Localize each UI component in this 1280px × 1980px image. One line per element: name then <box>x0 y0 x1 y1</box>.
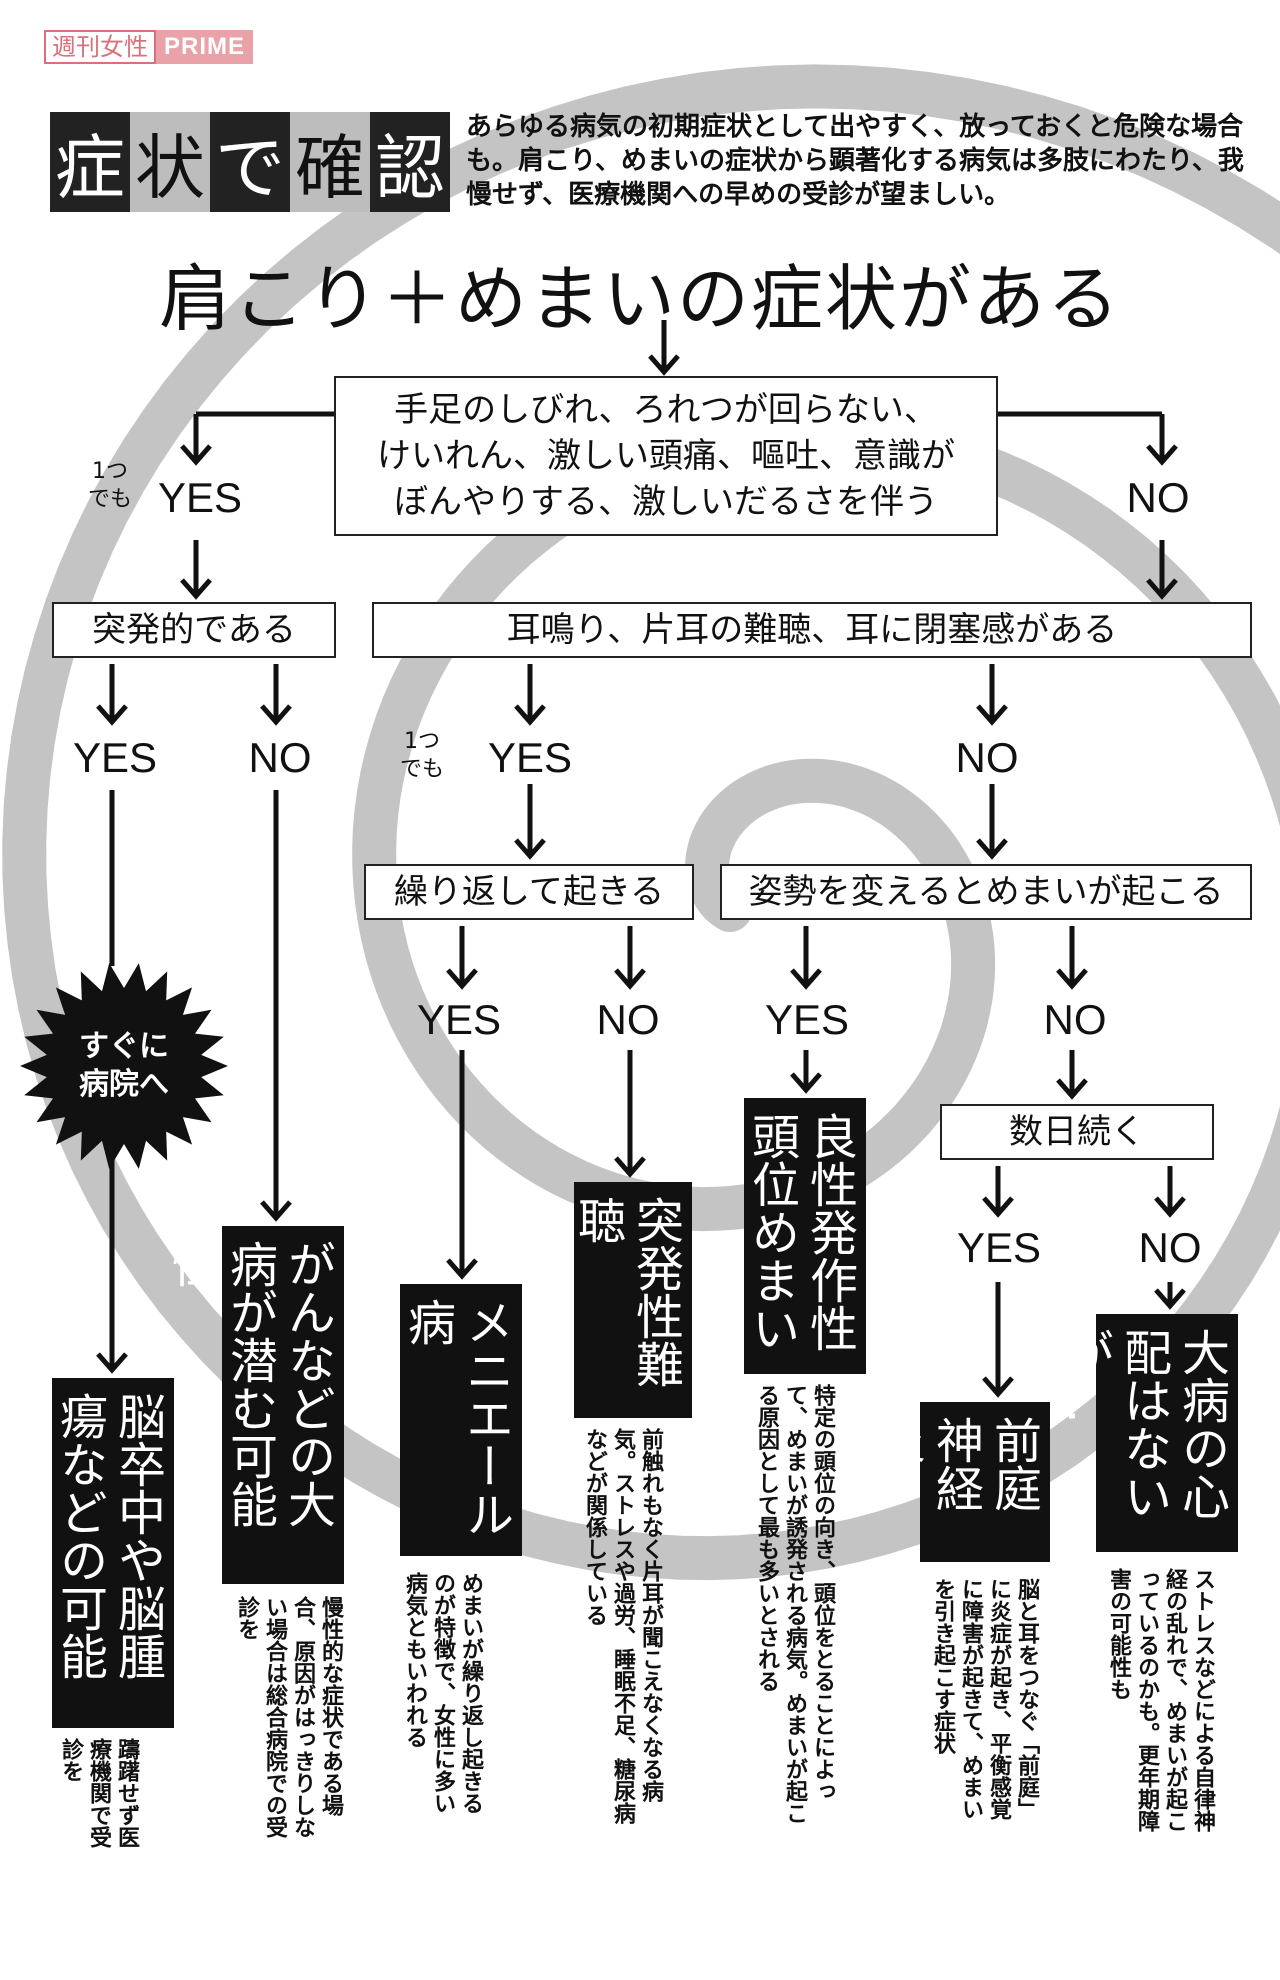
intro-text: あらゆる病気の初期症状として出やすく、放っておくと危険な場合も。肩こり、めまいの… <box>466 112 1244 210</box>
q1-line-2: けいれん、激しい頭痛、嘔吐、意識が <box>377 436 955 476</box>
arrow-head-38 <box>790 968 822 990</box>
arrow-head-11 <box>1146 578 1178 600</box>
header-char-1: 症 <box>50 112 130 212</box>
arrow-head-15 <box>260 704 292 726</box>
result-stroke: 脳卒中や脳腫瘍などの可能性が <box>0 1378 174 1728</box>
arrow-head-7 <box>1146 444 1178 466</box>
arrow-head-21 <box>514 838 546 860</box>
one-or-more-1-l2: でも <box>87 487 132 512</box>
posture-no-label: NO <box>1043 996 1107 1043</box>
arrow-head-32 <box>614 968 646 990</box>
question-neuro-symptoms: 手足のしびれ、ろれつが回らない、 けいれん、激しい頭痛、嘔吐、意識が ぼんやりす… <box>334 376 998 536</box>
days-no-label: NO <box>1138 1224 1202 1271</box>
burst-text: すぐに 病院へ <box>44 1028 204 1104</box>
arrow-head-26 <box>96 1352 128 1374</box>
logo-part-1: 週刊女性 <box>44 30 156 64</box>
sudden-yes-label: YES <box>72 734 158 781</box>
note-bppv: 特定の頭位の向き、頭位をとることによって、めまいが誘発される病気。めまいが起こる… <box>754 1384 835 1824</box>
arrow-head-30 <box>446 968 478 990</box>
days-yes-label: YES <box>956 1224 1042 1271</box>
arrow-head-36 <box>614 1156 646 1178</box>
burst-line-2: 病院へ <box>79 1067 169 1102</box>
note-vestibular: 脳と耳をつなぐ「前庭」に炎症が起き、平衡感覚に障害が起きて、めまいを引き起こす症… <box>930 1578 1039 1820</box>
result-not-serious: 大病の心配はないが… <box>1057 1314 1238 1552</box>
result-bppv: 良性発作性頭位めまい症 <box>685 1098 866 1374</box>
arrow-head-28 <box>260 1200 292 1222</box>
header-char-4: 確 <box>290 112 370 212</box>
burst-line-1: すぐに <box>79 1029 169 1064</box>
q1-yes-label: YES <box>157 474 243 521</box>
repeat-yes-label: YES <box>416 996 502 1043</box>
arrow-head-13 <box>96 704 128 726</box>
arrow-head-40 <box>1056 968 1088 990</box>
arrow-head-19 <box>976 704 1008 726</box>
q1-line-3: ぼんやりする、激しいだるさを伴う <box>394 482 938 522</box>
section-header: 症 状 で 確 認 <box>50 112 450 212</box>
question-repeat: 繰り返して起きる <box>364 864 694 920</box>
main-title: 肩こり＋めまいの症状がある <box>158 257 1121 341</box>
arrow-head-4 <box>180 444 212 466</box>
burst-icon <box>20 963 228 1169</box>
arrow-head-46 <box>982 1196 1014 1218</box>
ear-no-label: NO <box>955 734 1019 781</box>
arrow-head-17 <box>514 704 546 726</box>
arrow-head-44 <box>1056 1078 1088 1100</box>
note-cancer: 慢性的な症状である場合、原因がはっきりしない場合は総合病院での受診を <box>234 1596 343 1838</box>
result-sudden-deafness: 突発性難聴 <box>569 1182 692 1418</box>
ear-yes-label: YES <box>487 734 573 781</box>
posture-yes-label: YES <box>764 996 850 1043</box>
one-or-more-note-1: 1つ でも <box>80 458 140 514</box>
arrow-head-48 <box>1154 1196 1186 1218</box>
sudden-no-label: NO <box>248 734 312 781</box>
question-several-days: 数日続く <box>940 1104 1214 1160</box>
result-cancer: がんなどの大病が潜む可能性 <box>163 1226 344 1584</box>
one-or-more-2-l1: 1つ <box>404 729 440 754</box>
header-char-2: 状 <box>130 112 210 212</box>
header-char-5: 認 <box>370 112 450 212</box>
arrow-head-1 <box>648 354 680 376</box>
q1-line-1: 手足のしびれ、ろれつが回らない、 <box>394 390 938 430</box>
arrow-head-23 <box>976 838 1008 860</box>
note-stroke: 躊躇せず医療機関で受診を <box>58 1738 139 1848</box>
header-char-3: で <box>210 112 290 212</box>
result-meniere: メニエール病 <box>399 1284 522 1556</box>
one-or-more-1-l1: 1つ <box>92 459 128 484</box>
q1-no-label: NO <box>1126 474 1190 521</box>
site-logo: 週刊女性 PRIME <box>44 30 254 64</box>
repeat-no-label: NO <box>596 996 660 1043</box>
one-or-more-note-2: 1つ でも <box>392 728 452 784</box>
arrow-head-52 <box>1154 1288 1186 1310</box>
one-or-more-2-l2: でも <box>399 757 444 782</box>
logo-part-2: PRIME <box>156 30 254 64</box>
arrow-head-42 <box>790 1072 822 1094</box>
note-not-serious: ストレスなどによる自律神経の乱れで、めまいが起こっているのかも。更年期障害の可能… <box>1106 1568 1215 1832</box>
question-posture: 姿勢を変えるとめまいが起こる <box>720 864 1252 920</box>
question-ear: 耳鳴り、片耳の難聴、耳に閉塞感がある <box>372 602 1252 658</box>
result-vestibular: 前庭神経炎 <box>869 1402 1050 1562</box>
question-sudden: 突発的である <box>52 602 336 658</box>
arrow-head-50 <box>982 1376 1014 1398</box>
arrow-head-9 <box>180 578 212 600</box>
note-meniere: めまいが繰り返し起きるのが特徴で、女性に多い病気ともいわれる <box>402 1572 483 1814</box>
note-sudden-deafness: 前触れもなく片耳が聞こえなくなる病気。ストレスや過労、睡眠不足、糖尿病などが関係… <box>582 1428 663 1824</box>
arrow-head-34 <box>446 1258 478 1280</box>
